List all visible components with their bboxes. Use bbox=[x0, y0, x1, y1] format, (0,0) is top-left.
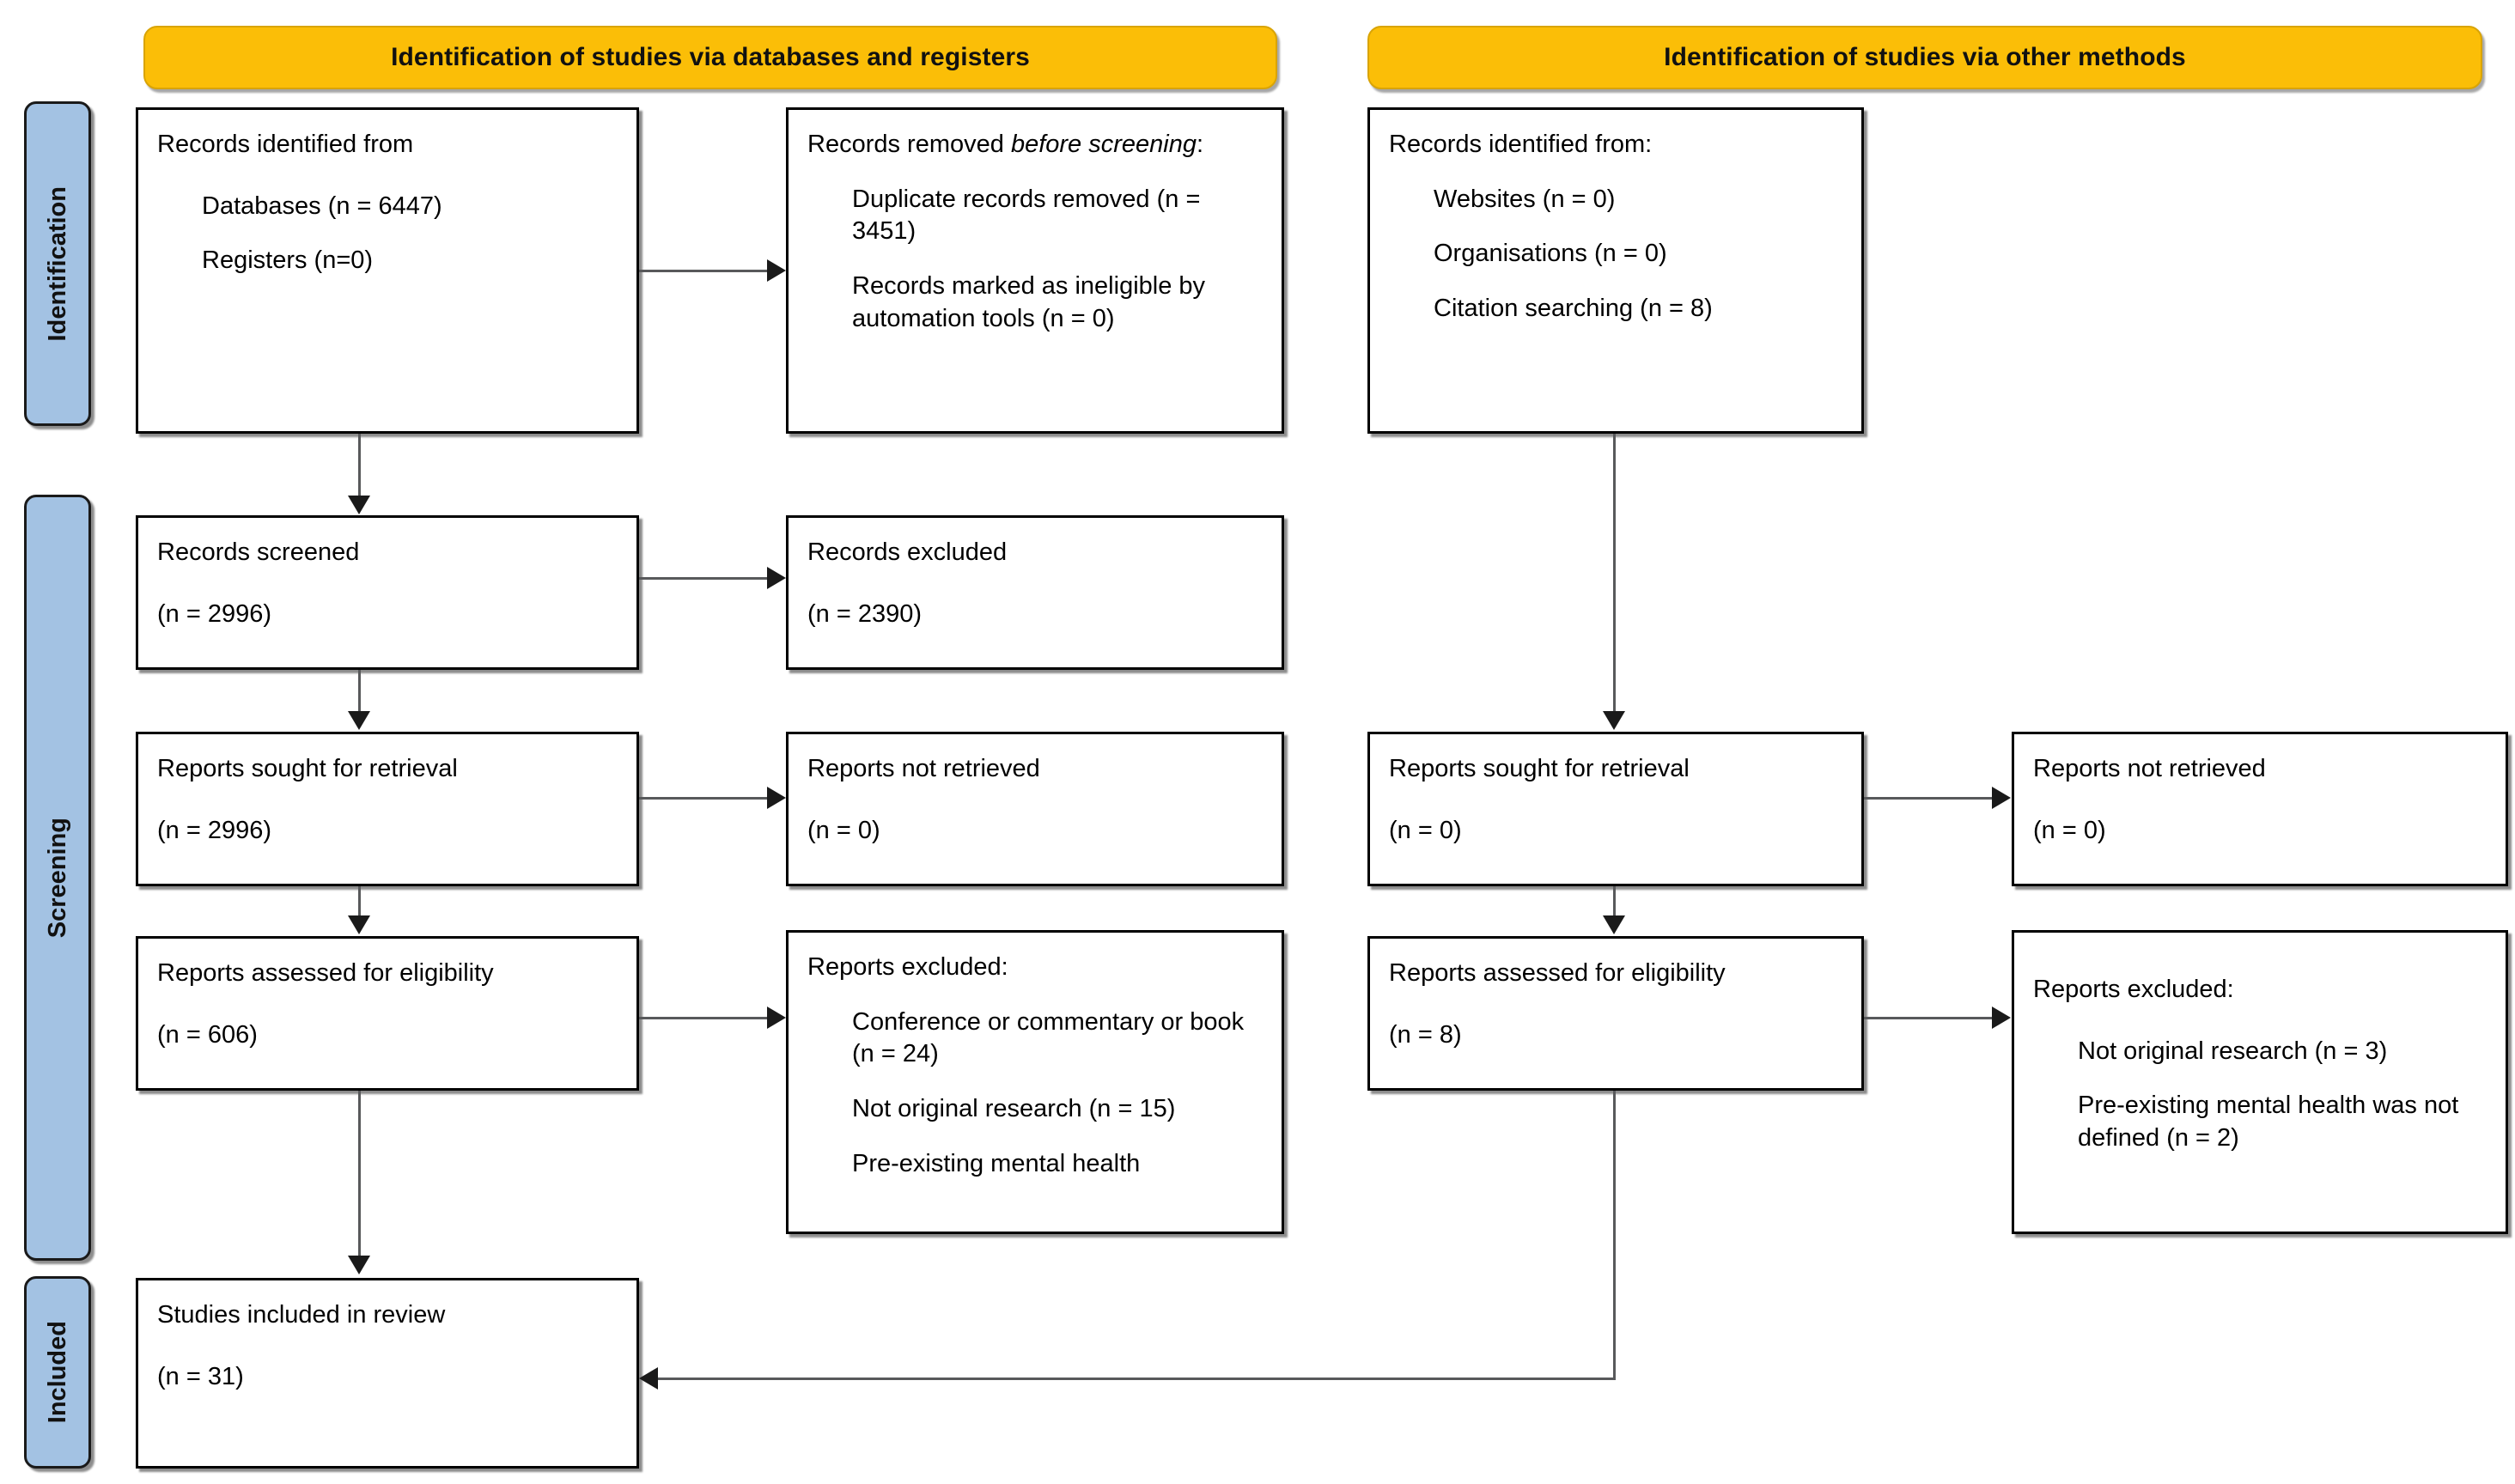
box-reports-assessed-databases: Reports assessed for eligibility (n = 60… bbox=[136, 936, 639, 1091]
reports-excluded-other-line-0: Not original research (n = 3) bbox=[2078, 1037, 2388, 1065]
studies-included-count: (n = 31) bbox=[157, 1362, 244, 1390]
stage-header-databases-label: Identification of studies via databases … bbox=[391, 43, 1030, 71]
reports-not-retrieved-other-title: Reports not retrieved bbox=[2033, 755, 2266, 782]
reports-not-retrieved-databases-title: Reports not retrieved bbox=[807, 755, 1040, 782]
box-records-identified-databases: Records identified from Databases (n = 6… bbox=[136, 107, 639, 434]
arrowhead-other-sought-to-assessed bbox=[1603, 915, 1625, 934]
records-removed-line-0: Duplicate records removed (n = 3451) bbox=[852, 185, 1201, 246]
box-records-screened: Records screened (n = 2996) bbox=[136, 515, 639, 670]
records-removed-title: Records removed before screening: bbox=[807, 129, 1264, 161]
reports-excluded-other-title: Reports excluded: bbox=[2033, 976, 2234, 1003]
box-reports-excluded-databases: Reports excluded: Conference or commenta… bbox=[786, 930, 1284, 1234]
connector-other-sought-to-assessed bbox=[1613, 886, 1616, 917]
phase-rail-identification: Identification bbox=[24, 101, 91, 426]
reports-sought-other-title: Reports sought for retrieval bbox=[1389, 755, 1690, 782]
phase-rail-included: Included bbox=[24, 1276, 91, 1469]
arrowhead-assessed-to-included bbox=[348, 1256, 370, 1274]
arrowhead-screened-to-excluded bbox=[767, 567, 786, 589]
records-identified-databases-title: Records identified from bbox=[157, 131, 414, 158]
arrowhead-sought-to-assessed bbox=[348, 915, 370, 934]
arrowhead-identified-to-screened bbox=[348, 496, 370, 514]
studies-included-title: Studies included in review bbox=[157, 1301, 446, 1329]
records-identified-other-line-1: Organisations (n = 0) bbox=[1434, 240, 1667, 268]
reports-assessed-other-count: (n = 8) bbox=[1389, 1020, 1462, 1049]
records-identified-databases-line-1: Registers (n=0) bbox=[202, 246, 374, 275]
reports-assessed-databases-count: (n = 606) bbox=[157, 1020, 258, 1049]
reports-assessed-other-title: Reports assessed for eligibility bbox=[1389, 959, 1726, 987]
reports-excluded-databases-line-0: Conference or commentary or book (n = 24… bbox=[852, 1007, 1245, 1068]
reports-excluded-databases-title: Reports excluded: bbox=[807, 953, 1008, 981]
connector-screened-to-excluded bbox=[639, 577, 768, 580]
records-removed-title-italic: before screening bbox=[1010, 131, 1197, 158]
connector-other-identified-to-sought bbox=[1613, 434, 1616, 713]
records-excluded-title: Records excluded bbox=[807, 538, 1008, 566]
arrowhead-other-assessed-to-included bbox=[639, 1367, 658, 1390]
arrowhead-identified-to-removed bbox=[767, 259, 786, 282]
connector-other-sought-to-not-retrieved bbox=[1864, 797, 1993, 800]
box-reports-assessed-other: Reports assessed for eligibility (n = 8) bbox=[1367, 936, 1864, 1091]
arrowhead-other-assessed-to-reports-excluded bbox=[1992, 1007, 2011, 1029]
box-reports-sought-other: Reports sought for retrieval (n = 0) bbox=[1367, 732, 1864, 886]
reports-sought-other-count: (n = 0) bbox=[1389, 816, 1462, 844]
reports-excluded-databases-line-1: Not original research (n = 15) bbox=[852, 1095, 1176, 1123]
reports-not-retrieved-other-count: (n = 0) bbox=[2033, 816, 2106, 844]
records-removed-title-post: : bbox=[1196, 131, 1204, 158]
connector-assessed-to-included bbox=[358, 1091, 361, 1257]
box-reports-not-retrieved-databases: Reports not retrieved (n = 0) bbox=[786, 732, 1284, 886]
connector-screened-to-sought bbox=[358, 670, 361, 713]
connector-identified-to-removed bbox=[639, 270, 768, 272]
records-excluded-count: (n = 2390) bbox=[807, 599, 923, 628]
reports-sought-databases-count: (n = 2996) bbox=[157, 816, 272, 844]
records-identified-other-line-0: Websites (n = 0) bbox=[1434, 185, 1616, 213]
connector-other-assessed-to-reports-excluded bbox=[1864, 1017, 1993, 1019]
records-screened-count: (n = 2996) bbox=[157, 599, 272, 628]
box-reports-sought-databases: Reports sought for retrieval (n = 2996) bbox=[136, 732, 639, 886]
box-records-excluded: Records excluded (n = 2390) bbox=[786, 515, 1284, 670]
arrowhead-screened-to-sought bbox=[348, 711, 370, 730]
phase-rail-screening-label: Screening bbox=[43, 817, 71, 939]
stage-header-other-methods-label: Identification of studies via other meth… bbox=[1664, 43, 2186, 71]
records-screened-title: Records screened bbox=[157, 538, 360, 566]
arrowhead-other-sought-to-not-retrieved bbox=[1992, 787, 2011, 809]
reports-not-retrieved-databases-count: (n = 0) bbox=[807, 816, 880, 844]
records-removed-title-pre: Records removed bbox=[807, 131, 1011, 158]
stage-header-other-methods: Identification of studies via other meth… bbox=[1367, 26, 2482, 89]
records-identified-other-line-2: Citation searching (n = 8) bbox=[1434, 295, 1713, 323]
phase-rail-included-label: Included bbox=[43, 1321, 71, 1424]
reports-excluded-databases-line-2: Pre-existing mental health bbox=[852, 1149, 1141, 1177]
box-records-removed-before-screening: Records removed before screening: Duplic… bbox=[786, 107, 1284, 434]
box-studies-included: Studies included in review (n = 31) bbox=[136, 1278, 639, 1469]
connector-assessed-to-reports-excluded bbox=[639, 1017, 768, 1019]
records-identified-databases-line-0: Databases (n = 6447) bbox=[202, 192, 442, 220]
reports-excluded-other-line-1: Pre-existing mental health was not defin… bbox=[2078, 1092, 2459, 1153]
connector-sought-to-assessed bbox=[358, 886, 361, 917]
connector-other-assessed-down bbox=[1613, 1091, 1616, 1379]
phase-rail-identification-label: Identification bbox=[43, 186, 71, 342]
reports-assessed-databases-title: Reports assessed for eligibility bbox=[157, 959, 494, 987]
stage-header-databases: Identification of studies via databases … bbox=[143, 26, 1277, 89]
arrowhead-sought-to-not-retrieved bbox=[767, 787, 786, 809]
records-identified-other-title: Records identified from: bbox=[1389, 131, 1653, 158]
connector-sought-to-not-retrieved bbox=[639, 797, 768, 800]
reports-sought-databases-title: Reports sought for retrieval bbox=[157, 755, 458, 782]
box-reports-excluded-other: Reports excluded: Not original research … bbox=[2012, 930, 2508, 1234]
connector-identified-to-screened bbox=[358, 434, 361, 496]
connector-other-assessed-to-included bbox=[658, 1378, 1616, 1380]
phase-rail-screening: Screening bbox=[24, 495, 91, 1261]
arrowhead-other-identified-to-sought bbox=[1603, 711, 1625, 730]
box-records-identified-other: Records identified from: Websites (n = 0… bbox=[1367, 107, 1864, 434]
records-removed-line-1: Records marked as ineligible by automati… bbox=[852, 272, 1206, 332]
arrowhead-assessed-to-reports-excluded bbox=[767, 1007, 786, 1029]
box-reports-not-retrieved-other: Reports not retrieved (n = 0) bbox=[2012, 732, 2508, 886]
